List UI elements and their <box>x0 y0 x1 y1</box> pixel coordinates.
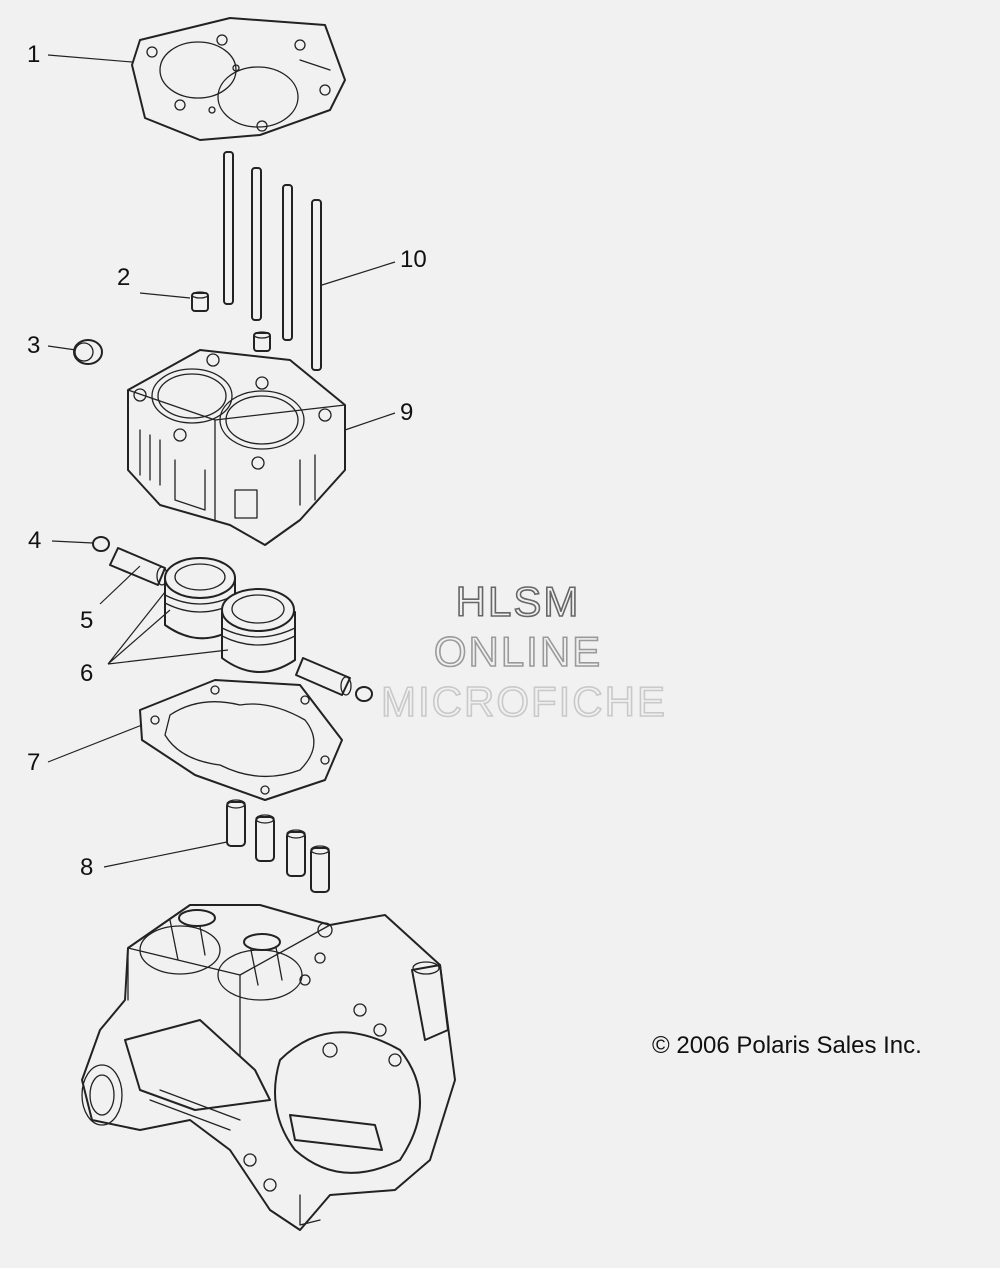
callout-7: 7 <box>27 749 40 776</box>
part-5-wrist-pin <box>109 547 352 696</box>
part-9-cylinder <box>127 349 346 546</box>
part-6-pistons <box>164 557 296 673</box>
watermark-line-2: ONLINE <box>434 628 602 675</box>
callout-4: 4 <box>28 527 41 554</box>
callout-9: 9 <box>400 399 413 426</box>
callout-10: 10 <box>400 246 427 273</box>
watermark-line-3: MICROFICHE <box>381 678 667 725</box>
callout-6: 6 <box>80 660 93 687</box>
watermark-line-1: HLSM <box>456 578 581 625</box>
callout-3: 3 <box>27 332 40 359</box>
part-10-studs <box>223 151 322 371</box>
part-7-base-gasket <box>139 679 343 801</box>
callout-8: 8 <box>80 854 93 881</box>
watermark: HLSM ONLINE MICROFICHE <box>380 577 667 726</box>
callout-2: 2 <box>117 264 130 291</box>
part-4-circlip <box>92 536 373 702</box>
part-1-head-gasket <box>131 17 346 141</box>
part-8-sleeves <box>226 799 330 893</box>
crankcase-assembly <box>81 904 456 1231</box>
callout-1: 1 <box>27 41 40 68</box>
part-2-dowel <box>191 291 271 352</box>
part-3-plug <box>73 339 103 365</box>
callout-5: 5 <box>80 607 93 634</box>
copyright-text: © 2006 Polaris Sales Inc. <box>652 1032 922 1059</box>
leader-lines <box>47 54 396 868</box>
